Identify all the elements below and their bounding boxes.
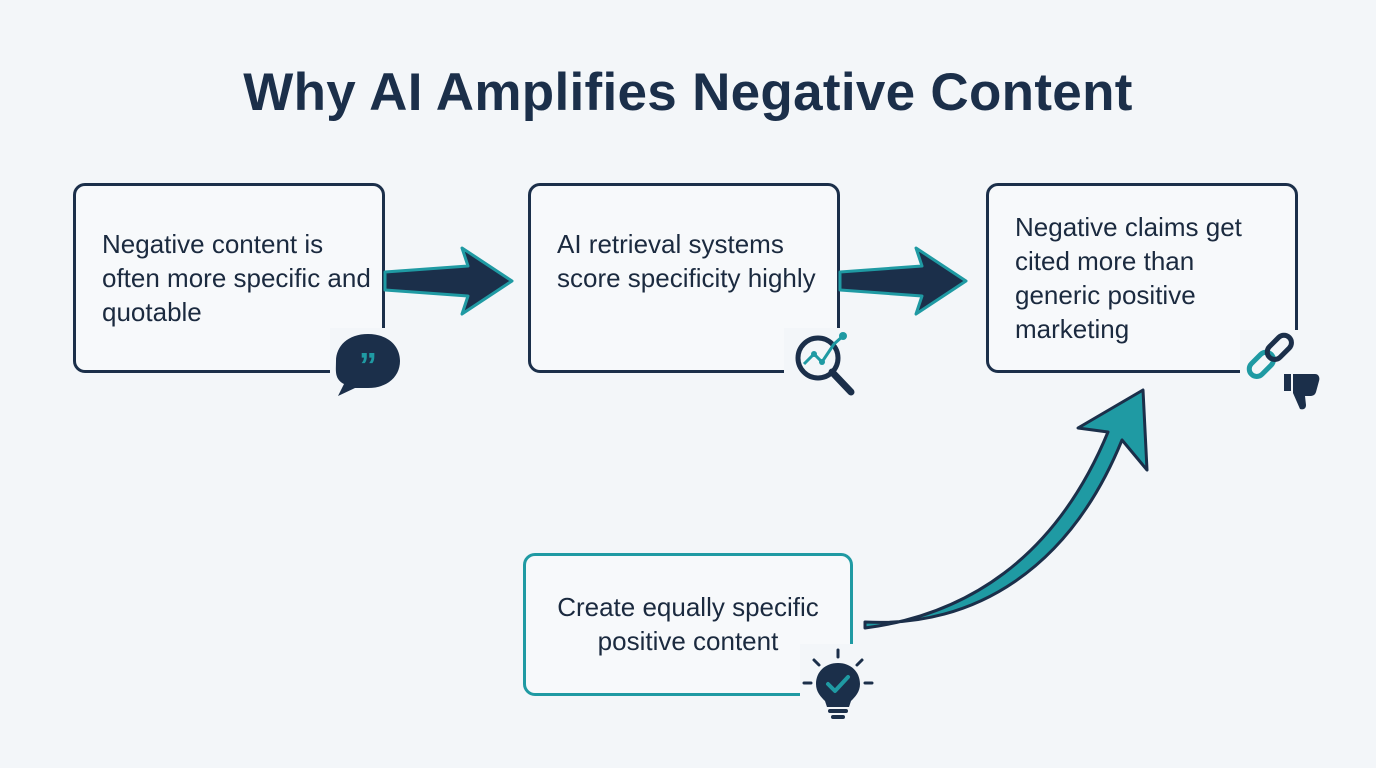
solution-box xyxy=(523,553,853,696)
arrow-solution-to-step3 xyxy=(863,388,1149,630)
svg-text:”: ” xyxy=(359,345,377,386)
link-thumbs-down-icon xyxy=(1240,330,1330,412)
diagram-title: Why AI Amplifies Negative Content xyxy=(243,63,1133,122)
step-1-text: Negative content is often more specific … xyxy=(102,229,371,327)
step-3-text: Negative claims get cited more than gene… xyxy=(1015,212,1242,344)
arrow-step2-to-step3 xyxy=(838,246,968,316)
step-2-text: AI retrieval systems score specificity h… xyxy=(557,229,816,293)
solution-text: Create equally specific positive content xyxy=(557,592,819,656)
magnifier-chart-icon xyxy=(784,328,862,400)
arrow-step1-to-step2 xyxy=(383,246,514,316)
lightbulb-check-icon xyxy=(800,644,878,724)
quote-bubble-icon: ” xyxy=(330,328,408,400)
